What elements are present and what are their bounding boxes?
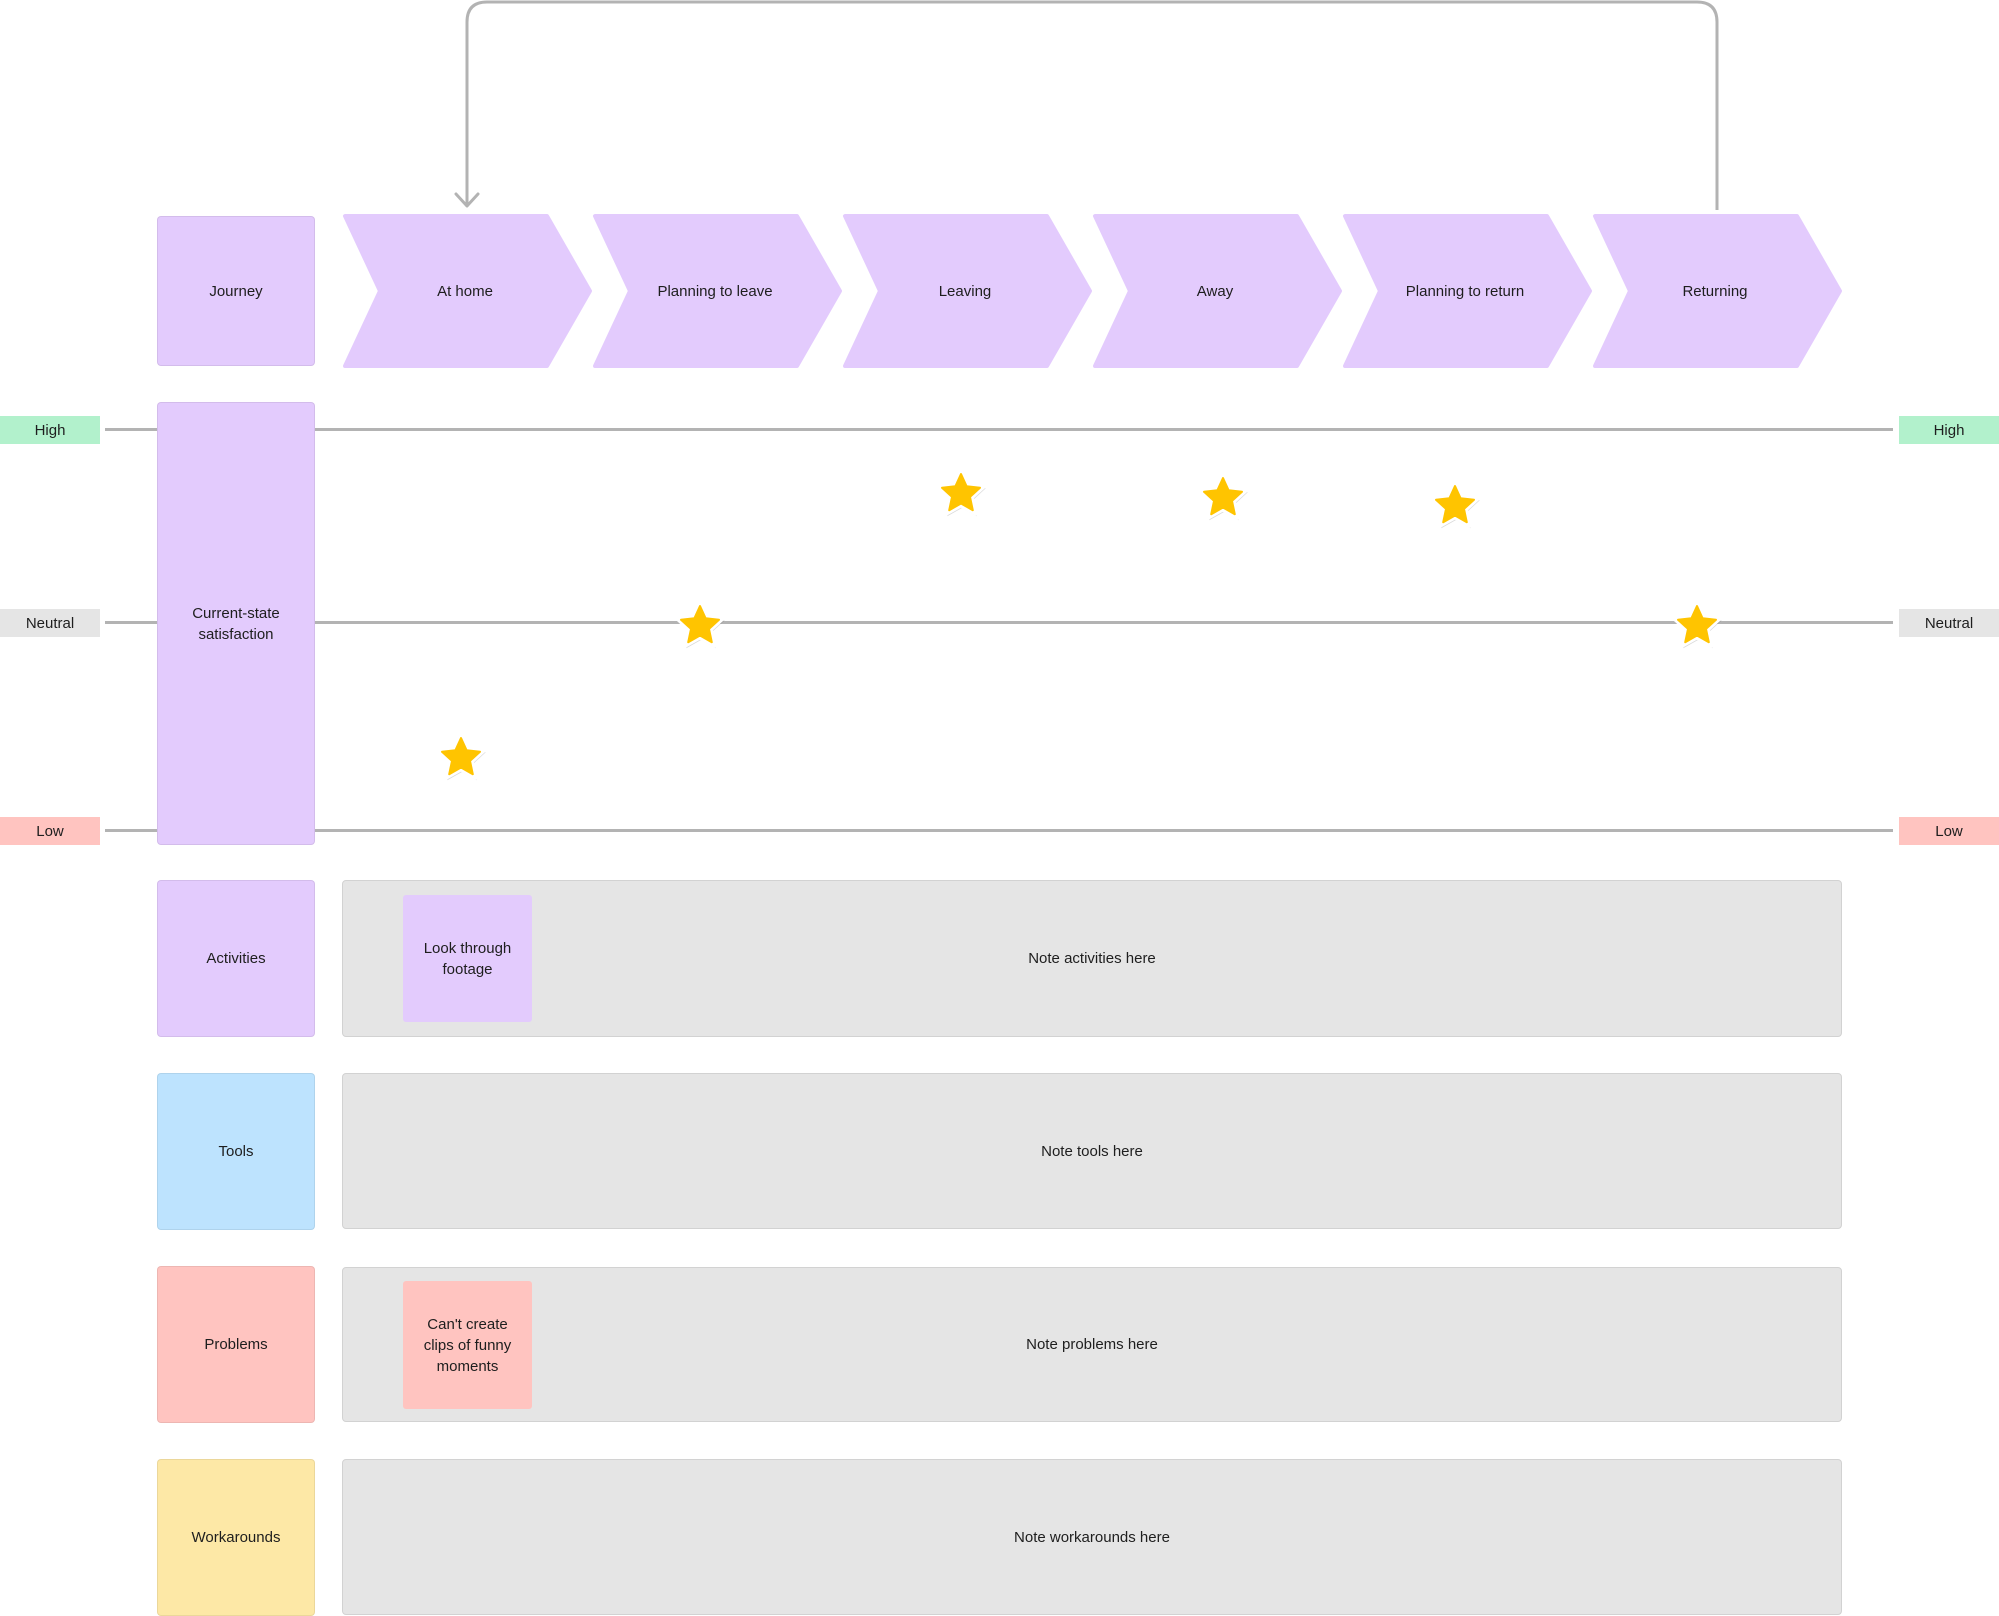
star-icon[interactable]: [935, 467, 987, 517]
journey-step-returning[interactable]: [1593, 214, 1842, 368]
tools-header: Tools: [157, 1073, 315, 1230]
journey-steps: [343, 214, 1842, 368]
journey-step-at-home[interactable]: [343, 214, 592, 368]
journey-step-leaving[interactable]: [843, 214, 1092, 368]
high-line: [105, 428, 1893, 431]
sticky-note-activity[interactable]: Look through footage: [403, 895, 532, 1022]
tools-lane[interactable]: Note tools here: [342, 1073, 1842, 1229]
level-high-right: High: [1899, 416, 1999, 444]
journey-step-away[interactable]: [1093, 214, 1342, 368]
star-icon[interactable]: [435, 731, 487, 781]
activities-header: Activities: [157, 880, 315, 1037]
star-icon[interactable]: [1671, 599, 1723, 649]
journey-header: Journey: [157, 216, 315, 366]
problems-placeholder: Note problems here: [1026, 1336, 1158, 1353]
satisfaction-header: Current-state satisfaction: [157, 402, 315, 845]
star-icon[interactable]: [1429, 479, 1481, 529]
level-high-left: High: [0, 416, 100, 444]
workarounds-lane[interactable]: Note workarounds here: [342, 1459, 1842, 1615]
loop-arrow: [454, 0, 1719, 210]
neutral-line: [105, 621, 1893, 624]
satisfaction-ratings: [435, 467, 1723, 781]
activities-placeholder: Note activities here: [1028, 950, 1156, 967]
sticky-note-problem[interactable]: Can't create clips of funny moments: [403, 1281, 532, 1409]
level-low-left: Low: [0, 817, 100, 845]
journey-step-planning-to-return[interactable]: [1343, 214, 1592, 368]
activities-lane[interactable]: Note activities here: [342, 880, 1842, 1037]
level-neutral-left: Neutral: [0, 609, 100, 637]
level-low-right: Low: [1899, 817, 1999, 845]
journey-step-planning-to-leave[interactable]: [593, 214, 842, 368]
workarounds-header: Workarounds: [157, 1459, 315, 1616]
workarounds-placeholder: Note workarounds here: [1014, 1528, 1170, 1546]
star-icon[interactable]: [1197, 471, 1249, 521]
low-line: [105, 829, 1893, 832]
star-icon[interactable]: [674, 599, 726, 649]
problems-lane[interactable]: Note problems here: [342, 1267, 1842, 1422]
level-neutral-right: Neutral: [1899, 609, 1999, 637]
problems-header: Problems: [157, 1266, 315, 1423]
tools-placeholder: Note tools here: [1041, 1142, 1143, 1160]
